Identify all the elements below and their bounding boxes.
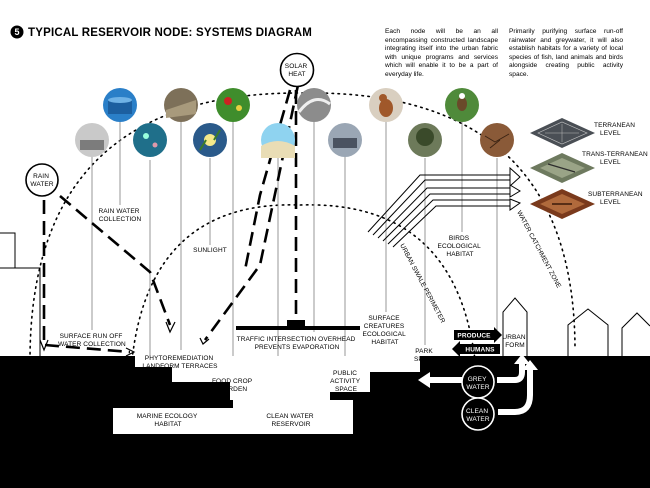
produce-label: PRODUCE [457, 333, 491, 340]
cracked-soil-photo [480, 123, 514, 157]
rain-water-node [25, 163, 59, 197]
subterranean-level-image [530, 189, 595, 219]
birds-habitat-label: BIRDS ECOLOGICAL HABITAT [438, 235, 483, 258]
trans-terranean-level-label: TRANS-TERRANEAN LEVEL [582, 151, 650, 166]
urban-buildings [0, 232, 650, 356]
title-number-badge [10, 25, 24, 39]
water-catchment-zone-label: WATER CATCHMENT ZONE [515, 210, 562, 290]
squirrel-photo [369, 88, 403, 122]
rain-water-collection-label: RAIN WATER COLLECTION [99, 208, 142, 223]
clean-water-label: CLEAN WATER [466, 408, 490, 423]
urban-swale-perimeter-label: URBAN SWALE PERIMETER [398, 243, 446, 325]
subterranean-level-label: SUBTERRANEAN LEVEL [588, 191, 645, 206]
page-title: TYPICAL RESERVOIR NODE: SYSTEMS DIAGRAM [28, 27, 313, 39]
terranean-level-label: TERRANEAN LEVEL [594, 122, 637, 137]
sunlight-through-leaves-photo [193, 123, 227, 157]
intro-paragraph-left: Each node will be an all encompassing co… [385, 28, 498, 78]
urban-form-label: URBAN FORM [502, 334, 527, 349]
flow-arrowheads [39, 321, 210, 357]
humans-arrow [452, 341, 500, 357]
phytoremediation-label: PHYTOREMEDIATION LANDFORM TERRACES [142, 355, 218, 370]
trans-terranean-level-image [530, 153, 595, 183]
produce-arrow [454, 327, 502, 343]
beach-photo [261, 123, 295, 158]
sunlight-label: SUNLIGHT [193, 247, 227, 254]
surface-runoff-label: SURFACE RUN OFF WATER COLLECTION [58, 333, 126, 348]
marine-ecology-label: MARINE ECOLOGY HABITAT [137, 413, 199, 428]
water-catchment-arc [29, 92, 576, 361]
terranean-level-image [530, 118, 595, 148]
terrace-steps [113, 356, 420, 434]
highway-interchange-photo [297, 88, 331, 122]
photo-thumbnails [75, 88, 514, 158]
humans-label: HUMANS [465, 347, 495, 354]
surface-creatures-label: SURFACE CREATURES ECOLOGICAL HABITAT [363, 315, 408, 346]
intro-paragraph-right: Primarily purifying surface run-off rain… [509, 28, 623, 78]
stone-terrace-photo [164, 88, 198, 122]
level-flow-arrows [367, 174, 510, 248]
clean-water-node [461, 397, 495, 431]
underwater-fish-photo [133, 123, 167, 157]
urban-swale-arc [131, 204, 476, 361]
bird-photo [445, 88, 479, 122]
gravel-path-photo [75, 123, 109, 157]
water-pipes [430, 362, 533, 415]
grey-water-label: GREY WATER [466, 376, 489, 391]
public-activity-label: PUBLIC ACTIVITY SPACE [330, 370, 362, 393]
clean-water-reservoir-label: CLEAN WATER RESERVOIR [266, 413, 315, 428]
tree-canopy-photo [408, 123, 442, 157]
traffic-deck [236, 326, 360, 330]
traffic-intersection-label: TRAFFIC INTERSECTION OVERHEAD PREVENTS E… [237, 336, 358, 351]
park-space-label: PARK SPACE [414, 348, 437, 363]
solar-heat-node [279, 52, 315, 88]
flower-meadow-photo [216, 88, 250, 122]
solar-heat-label: SOLAR HEAT [285, 63, 309, 78]
water-tank-photo [103, 88, 137, 122]
rain-water-label: RAIN WATER [30, 173, 53, 188]
food-crop-label: FOOD CROP GARDEN [212, 378, 254, 393]
crowd-plaza-photo [328, 123, 362, 157]
title-number: 5 [14, 27, 19, 37]
energy-flow-lines [42, 84, 300, 354]
